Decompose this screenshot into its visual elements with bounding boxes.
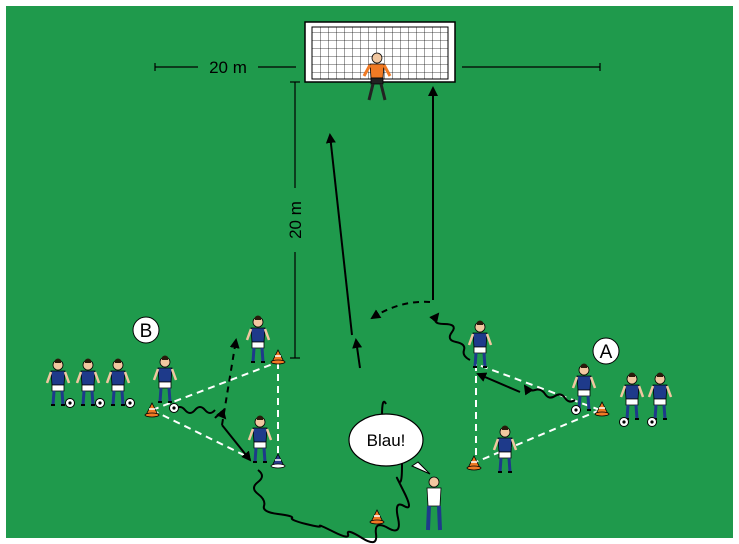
width-label: 20 m: [209, 58, 247, 77]
speech-bubble: Blau!: [348, 413, 431, 475]
goalkeeper: [362, 52, 392, 101]
dashed-lines: [151, 361, 601, 463]
ball-b1: [65, 398, 75, 408]
ball-b-active: [169, 403, 179, 413]
coach: [426, 476, 442, 531]
group-b-badge: B: [132, 316, 160, 344]
width-dimension: [154, 63, 601, 71]
speech-text: Blau!: [367, 431, 406, 450]
ball-b2: [95, 398, 105, 408]
depth-label: 20 m: [286, 201, 305, 239]
group-a-label: A: [600, 342, 613, 363]
ball-a2: [647, 417, 657, 427]
ball-b3: [125, 398, 135, 408]
group-a-badge: A: [592, 337, 620, 365]
ball-a-active: [571, 405, 581, 415]
goal: [304, 21, 456, 83]
depth-dimension: [290, 81, 300, 359]
ball-a1: [619, 417, 629, 427]
group-b-label: B: [140, 321, 153, 342]
